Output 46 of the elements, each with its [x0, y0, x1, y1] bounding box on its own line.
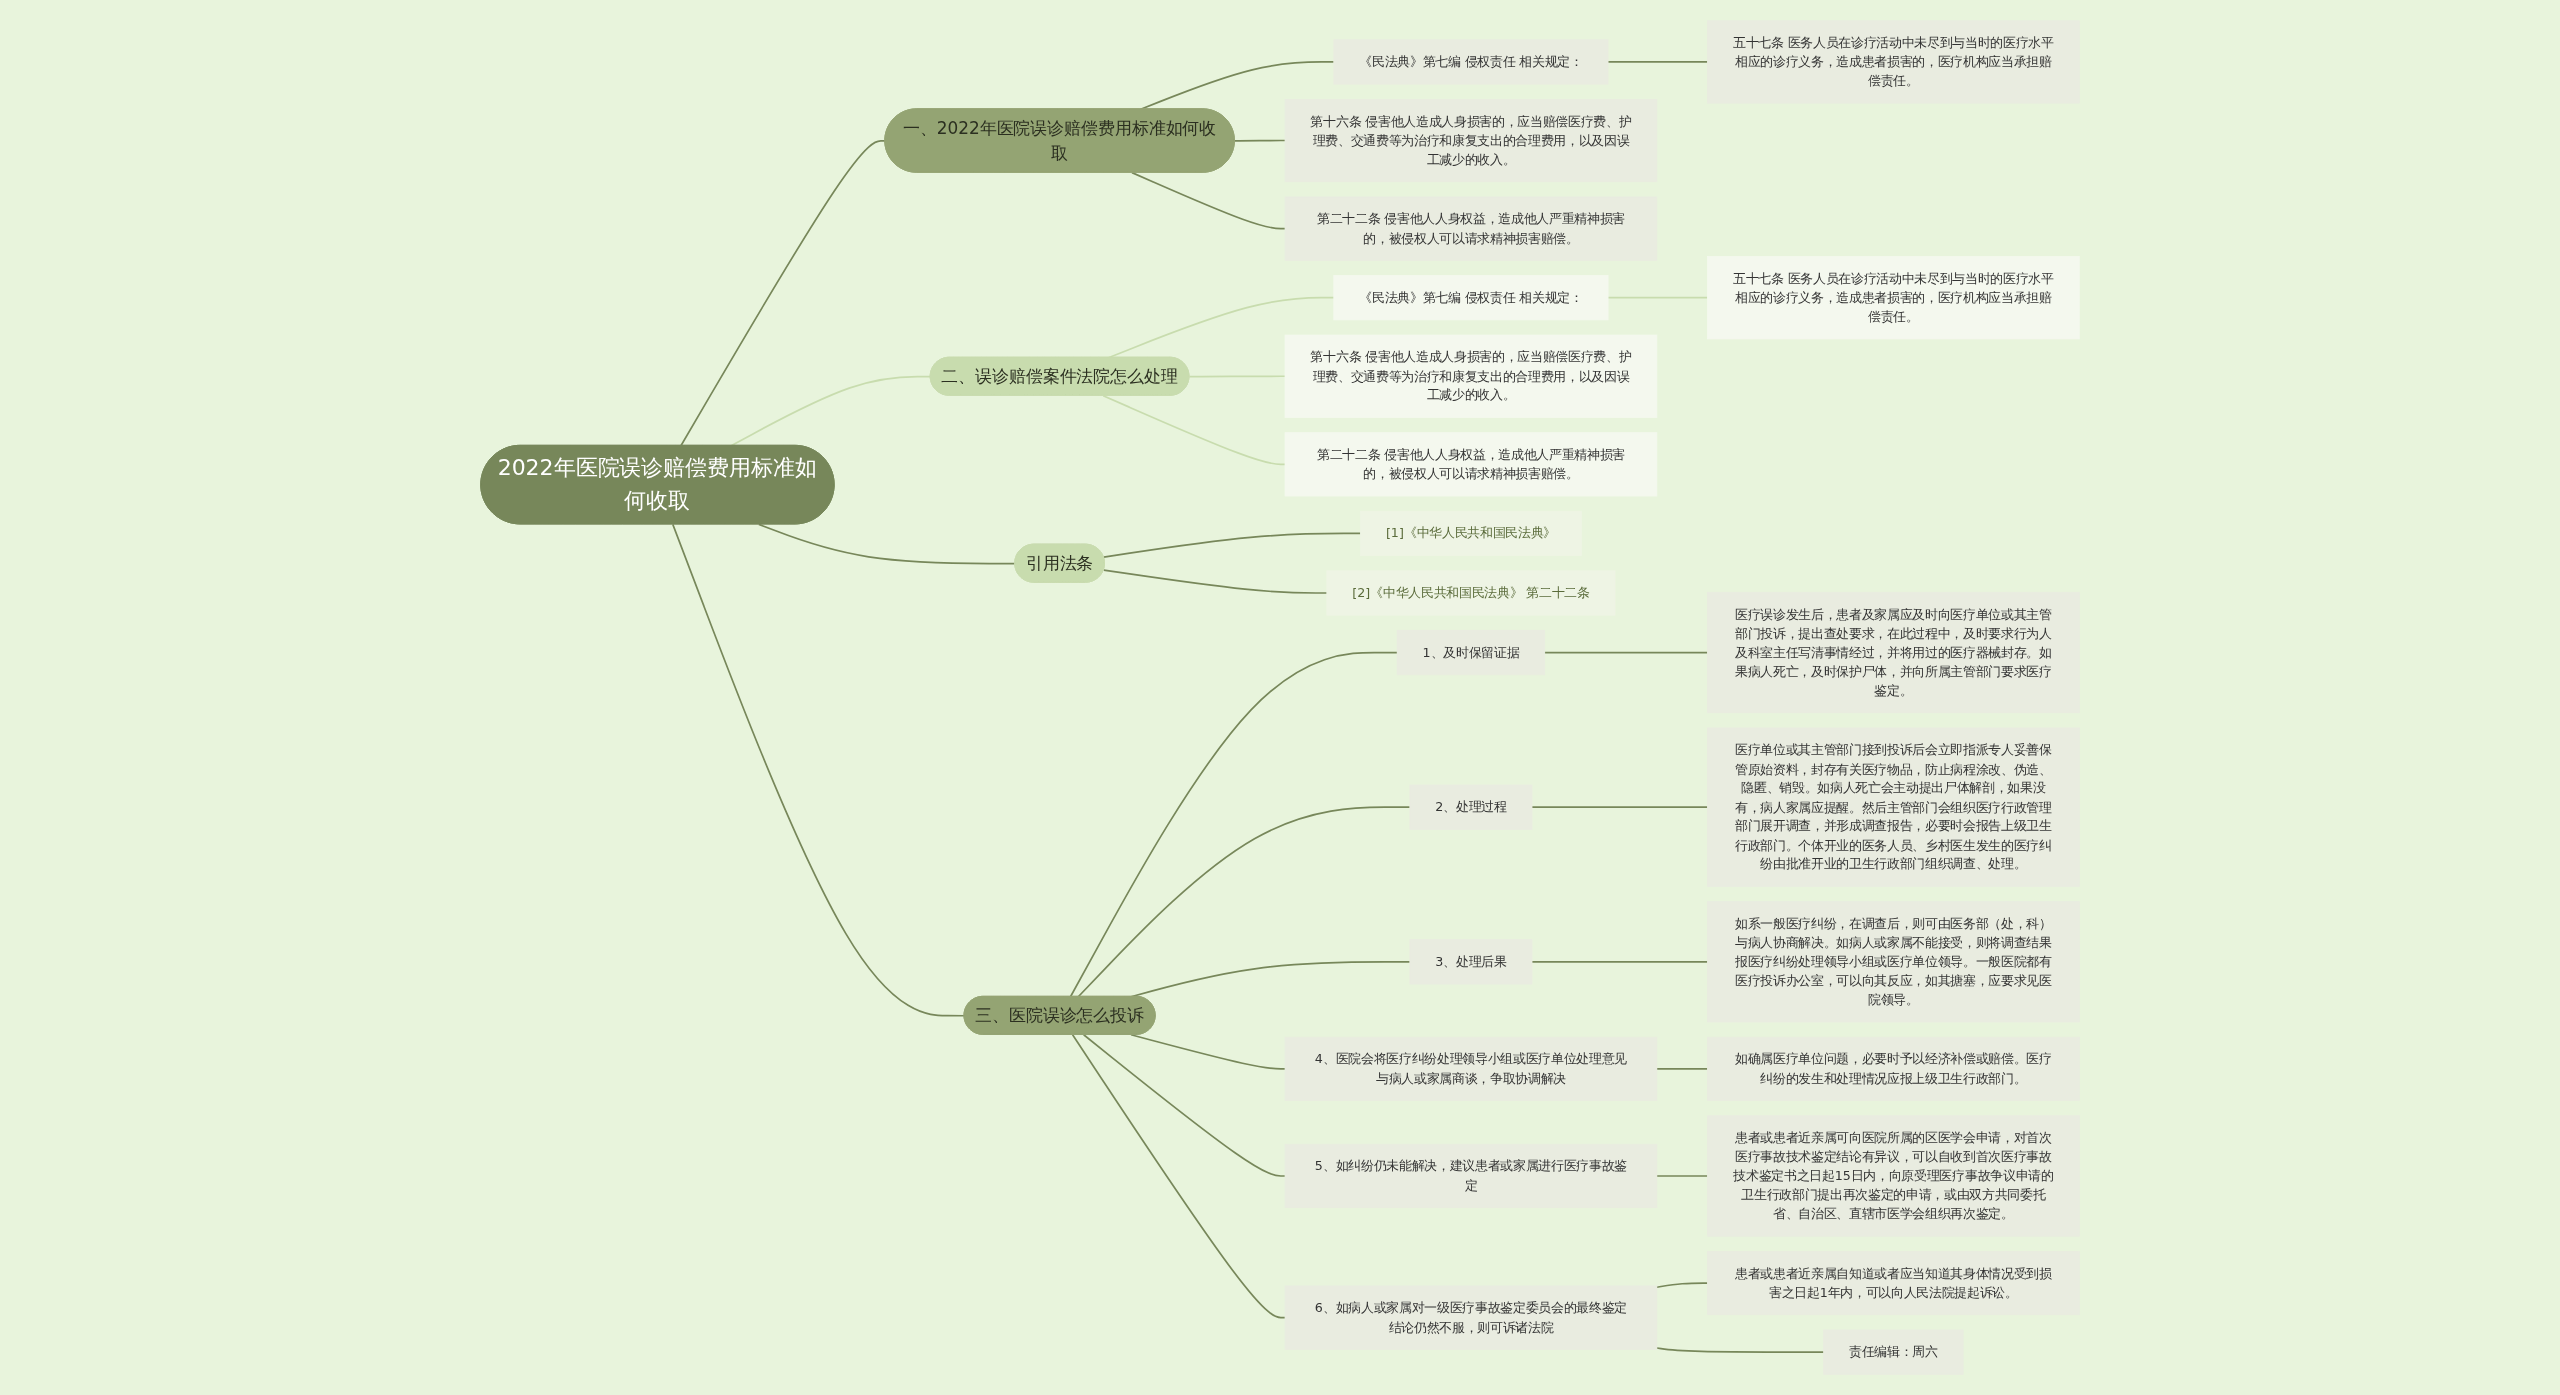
node-box: 第十六条 侵害他人造成人身损害的，应当赔偿医疗费、护理费、交通费等为治疗和康复支出的合理费用，以及因误工减少的收入。 [1284, 98, 1658, 183]
connector [1069, 651, 1398, 998]
node-box: 《民法典》第七编 侵权责任 相关规定： [1333, 39, 1609, 85]
connector [671, 523, 966, 1017]
node-box: 3、处理后果 [1409, 939, 1533, 985]
connector [1607, 61, 1709, 63]
node-box: 责任编辑：周六 [1823, 1329, 1964, 1375]
node-box: 5、如纠纷仍未能解决，建议患者或家属进行医疗事故鉴定 [1284, 1143, 1658, 1209]
connector [1102, 394, 1286, 466]
node-box: 4、医院会将医疗纠纷处理领导小组或医疗单位处理意见与病人或家属商谈，争取协调解决 [1284, 1036, 1658, 1101]
connector [1607, 296, 1709, 299]
connector [1102, 569, 1328, 594]
node-box: 患者或患者近亲属自知道或者应当知道其身体情况受到损害之日起1年内，可以向人民法院提起诉讼。 [1707, 1250, 2080, 1316]
node-box: 1、及时保留证据 [1396, 629, 1546, 676]
node-box: 2、处理过程 [1409, 784, 1533, 830]
connector [1233, 139, 1286, 142]
node-box: 五十七条 医务人员在诊疗活动中未尽到与当时的医疗水平相应的诊疗义务，造成患者损害的，医疗机构应当承担赔偿责任。 [1707, 256, 2080, 340]
connector [730, 375, 932, 447]
node-box: 第二十二条 侵害他人人身权益，造成他人严重精神损害的，被侵权人可以请求精神损害赔偿。 [1284, 196, 1658, 261]
connector [758, 523, 1016, 565]
node-box: 第二十二条 侵害他人人身权益，造成他人严重精神损害的，被侵权人可以请求精神损害赔偿。 [1284, 432, 1658, 497]
node-box: 6、如病人或家属对一级医疗事故鉴定委员会的最终鉴定结论仍然不服，则可诉诸法院 [1284, 1285, 1658, 1350]
node-box: 如系一般医疗纠纷，在调查后，则可由医务部（处，科）与病人协商解决。如病人或家属不能接受，则将调查结果报医疗纠纷处理领导小组或医疗单位领导。一般医院都有医疗投诉办公室，可以向其反应，如其搪塞，应要求见医院领导。 [1707, 901, 2080, 1023]
connector [1655, 1175, 1709, 1177]
connector [1131, 171, 1286, 230]
connector [1655, 1347, 1825, 1353]
connector [1102, 532, 1362, 558]
node-box: 《民法典》第七编 侵权责任 相关规定： [1333, 275, 1609, 321]
node-box: [1]《中华人民共和国民法典》 [1360, 510, 1582, 556]
connector [1531, 960, 1709, 963]
node-box: 医疗误诊发生后，患者及家属应及时向医疗单位或其主管部门投诉，提出查处要求，在此过程中，及时要求行为人及科室主任写清事情经过，并将用过的医疗器械封存。如果病人死亡，及时保护尸体，并向所属主管部门要求医疗鉴定。 [1707, 591, 2080, 714]
connector [1077, 806, 1411, 998]
node-box: 如确属医疗单位问题，必要时予以经济补偿或赔偿。医疗纠纷的发生和处理情况应报上级卫生行政部门。 [1707, 1036, 2080, 1101]
connector [1188, 375, 1286, 378]
node-box: 第十六条 侵害他人造成人身损害的，应当赔偿医疗费、护理费、交通费等为治疗和康复支出的合理费用，以及因误工减少的收入。 [1284, 334, 1658, 418]
node-box: [2]《中华人民共和国民法典》 第二十二条 [1326, 570, 1616, 616]
node-box: 医疗单位或其主管部门接到投诉后会立即指派专人妥善保管原始资料，封存有关医疗物品，防止病程涂改、伪造、隐匿、销毁。如病人死亡会主动提出尸体解剖，如果没有，病人家属应提醒。然后主管部门会组织医疗行政管理部门展开调查，并形成调查报告，必要时会报告上级卫生行政部门。个体开业的医务人员、乡村医生发生的医疗纠纷由批准开业的卫生行政部门组织调查、处理。 [1707, 727, 2080, 887]
connector [1082, 1033, 1286, 1177]
connector [1543, 651, 1709, 654]
connector [1130, 1033, 1286, 1070]
node-box: 患者或患者近亲属可向医院所属的区医学会申请，对首次医疗事故技术鉴定结论有异议，可以自收到首次医疗事故技术鉴定书之日起15日内，向原受理医疗事故争议申请的卫生行政部门提出再次鉴定的申请，或由双方共同委托省、自治区、直辖市医学会组织再次鉴定。 [1707, 1115, 2080, 1237]
connector [1655, 1282, 1709, 1289]
connector [1071, 1033, 1286, 1319]
connector [1655, 1068, 1709, 1070]
connector [1531, 806, 1709, 808]
node-box: 五十七条 医务人员在诊疗活动中未尽到与当时的医疗水平相应的诊疗义务，造成患者损害的，医疗机构应当承担赔偿责任。 [1707, 20, 2080, 104]
